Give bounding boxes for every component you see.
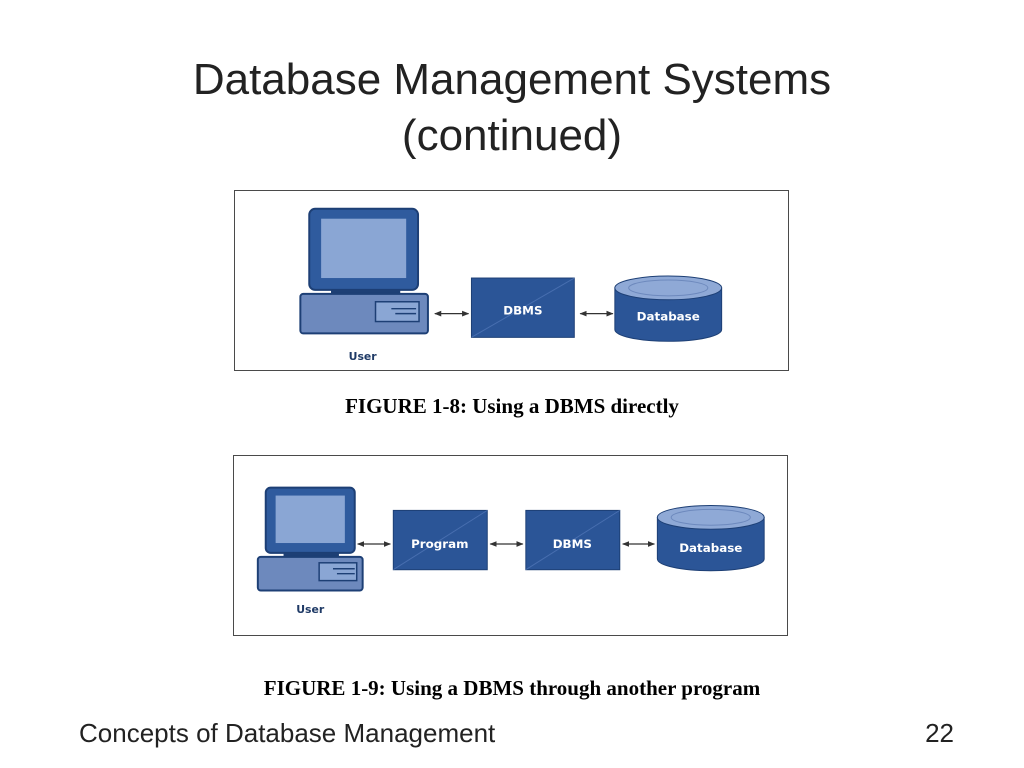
dbms-label: DBMS bbox=[503, 304, 542, 318]
footer-course-title: Concepts of Database Management bbox=[79, 718, 496, 748]
database-cylinder-icon bbox=[656, 504, 765, 572]
database-label: Database bbox=[637, 310, 700, 324]
slide-title: Database Management Systems (continued) bbox=[0, 52, 1024, 164]
program-box bbox=[392, 509, 488, 571]
slide-title-line2: (continued) bbox=[401, 111, 623, 160]
figure-1-8-diagram: User DBMS Database bbox=[234, 190, 789, 371]
figure-1-8-svg: User DBMS Database bbox=[299, 207, 723, 363]
figure-1-9-diagram: User Program DBMS Database bbox=[233, 455, 788, 636]
dbms-box bbox=[525, 509, 621, 571]
figure-1-9-caption: FIGURE 1-9: Using a DBMS through another… bbox=[263, 676, 761, 700]
database-label: Database bbox=[679, 541, 742, 555]
program-label: Program bbox=[411, 537, 468, 551]
page-number: 22 bbox=[925, 718, 954, 748]
figure-1-8-caption: FIGURE 1-8: Using a DBMS directly bbox=[345, 394, 679, 418]
computer-icon bbox=[299, 207, 429, 335]
user-label: User bbox=[296, 603, 325, 616]
dbms-label: DBMS bbox=[553, 537, 592, 551]
database-cylinder-icon bbox=[614, 275, 723, 342]
slide-title-line1: Database Management Systems bbox=[192, 55, 832, 104]
dbms-box bbox=[470, 277, 575, 338]
computer-icon bbox=[256, 486, 364, 592]
user-label: User bbox=[349, 350, 378, 363]
figure-1-9-svg: User Program DBMS Database bbox=[256, 486, 765, 616]
